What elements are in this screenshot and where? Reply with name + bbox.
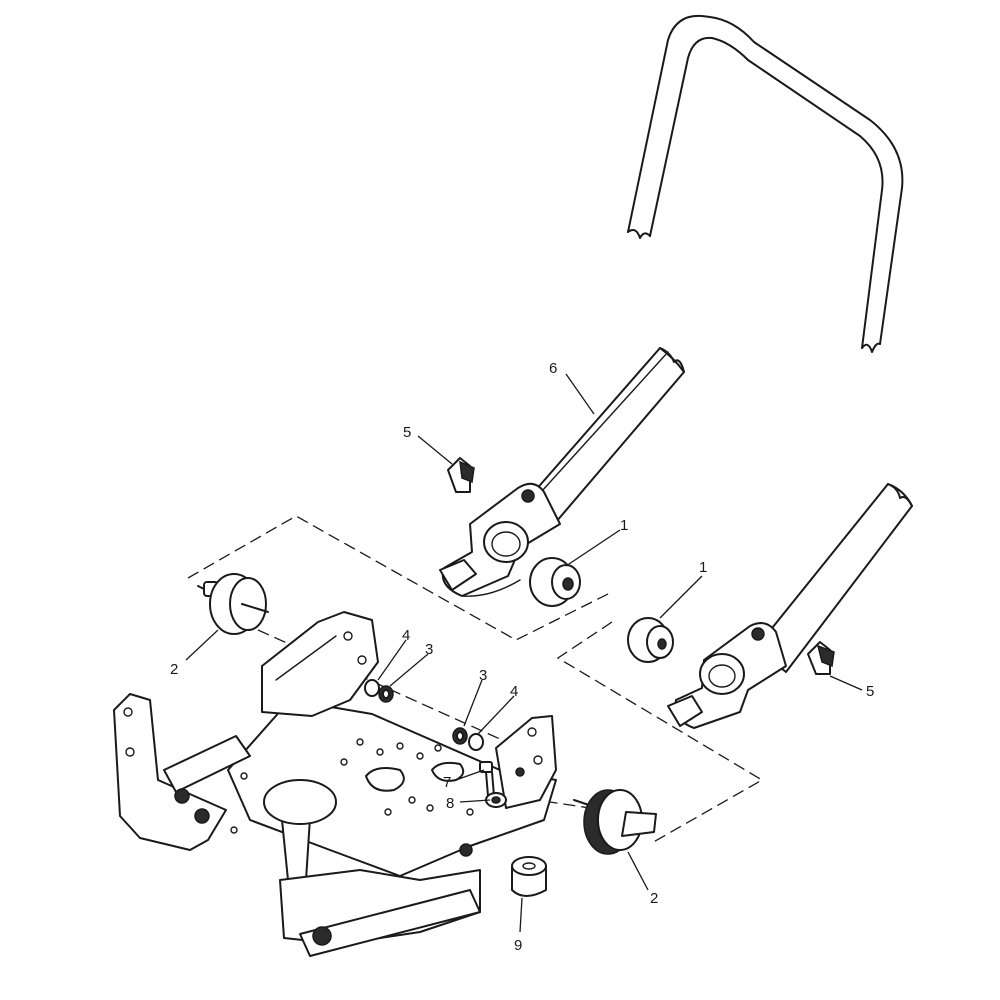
callout-1-right: 1 (699, 559, 707, 576)
callout-8: 8 (446, 795, 454, 812)
handle-tube-right (755, 483, 913, 673)
handle-tube-left (519, 347, 685, 523)
rubber-mount-right (573, 789, 657, 855)
callout-4-left: 4 (402, 627, 410, 644)
callout-9: 9 (514, 937, 522, 954)
leader-lines (185, 373, 863, 933)
callout-3-left: 3 (425, 641, 433, 658)
rubber-mount-left (197, 573, 269, 635)
rubber-foot (511, 856, 547, 897)
clip-right (807, 641, 835, 675)
callout-2-right: 2 (650, 890, 658, 907)
callout-3-right: 3 (479, 667, 487, 684)
callout-5-left: 5 (403, 424, 411, 441)
clamp-bracket-left (439, 482, 561, 597)
callouts: 6 5 1 1 5 2 4 3 3 4 7 8 2 9 (170, 360, 874, 954)
bushing-left (529, 557, 581, 607)
callout-5-right: 5 (866, 683, 874, 700)
clip-left (447, 457, 475, 493)
callout-4-right: 4 (510, 683, 518, 700)
nut-washer-right (452, 727, 484, 751)
callout-6: 6 (549, 360, 557, 377)
bushing-right (627, 617, 674, 663)
upper-handle-bar (627, 14, 904, 353)
callout-1-left: 1 (620, 517, 628, 534)
bolt-and-washer (479, 761, 507, 808)
callout-7: 7 (443, 774, 451, 791)
callout-2-left: 2 (170, 661, 178, 678)
nut-washer-left (364, 679, 394, 703)
clamp-bracket-right (667, 622, 787, 729)
base-frame (113, 611, 557, 957)
